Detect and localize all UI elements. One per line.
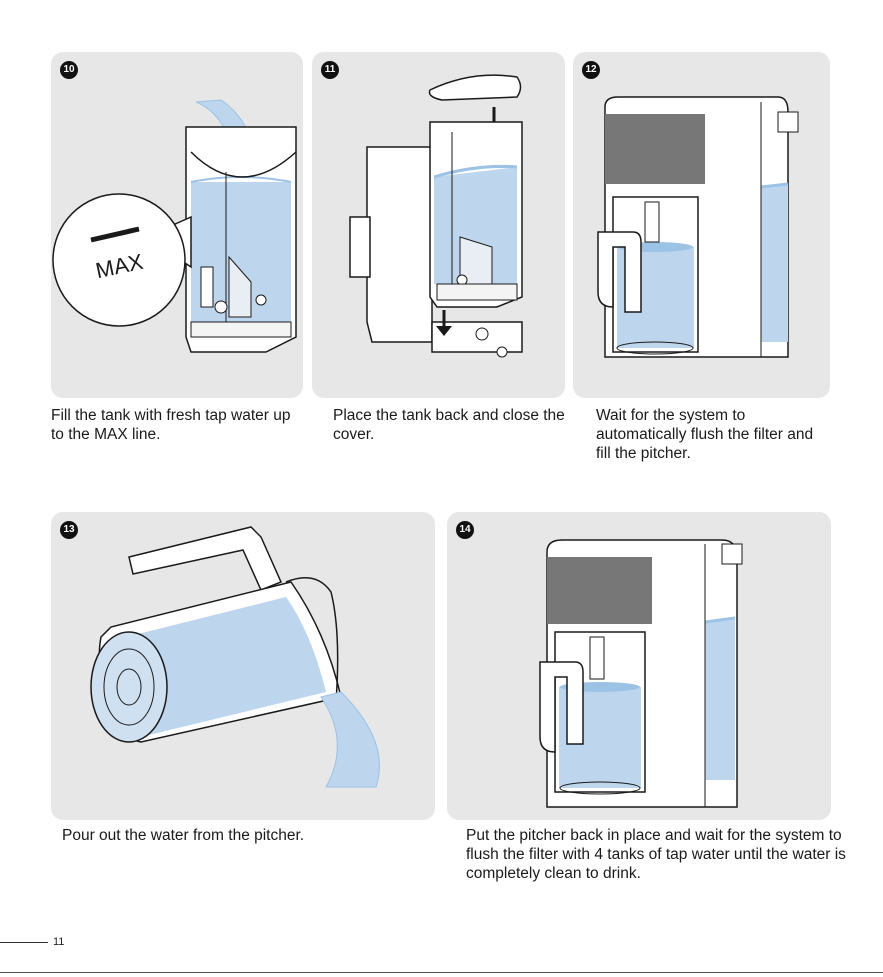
step-13-panel: 13	[51, 512, 435, 820]
page-number: 11	[53, 936, 65, 948]
tank-fill-illustration: MAX	[52, 99, 297, 353]
bottom-rule	[0, 972, 883, 973]
step-13-caption: Pour out the water from the pitcher.	[62, 827, 305, 844]
step-11-number: 11	[321, 61, 339, 79]
step-11-panel: 11	[312, 52, 565, 398]
step-12-number: 12	[582, 61, 600, 79]
step-10-number: 10	[60, 61, 78, 79]
tank-replace-illustration	[349, 74, 523, 358]
pour-water-illustration	[90, 526, 380, 788]
step-12-caption: Wait for the system to automatically flu…	[596, 407, 814, 462]
page-number-rule	[0, 942, 48, 943]
step-10-panel: 10 MAX	[51, 52, 303, 398]
step-14-number: 14	[456, 521, 474, 539]
step-14-caption: Put the pitcher back in place and wait f…	[466, 827, 846, 882]
step-10-caption: Fill the tank with fresh tap water up to…	[51, 407, 291, 443]
step-12-panel: 12	[573, 52, 830, 398]
system-flush-illustration	[597, 96, 799, 358]
step-13-number: 13	[60, 521, 78, 539]
final-flush-illustration	[539, 539, 743, 808]
step-14-panel: 14	[447, 512, 831, 820]
step-11-caption: Place the tank back and close the cover.	[333, 407, 565, 443]
